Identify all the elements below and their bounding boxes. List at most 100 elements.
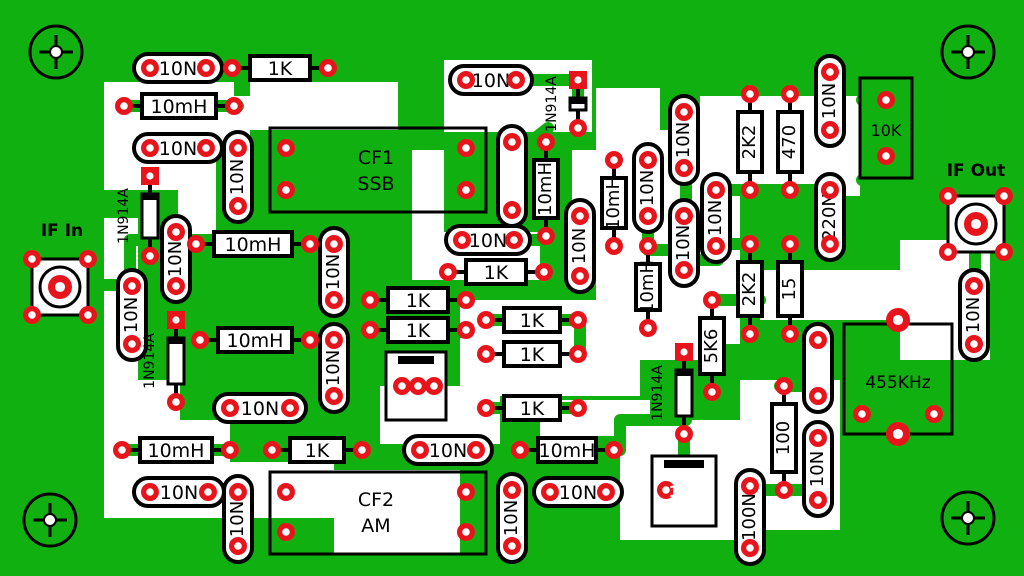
cf2-name: CF2 bbox=[358, 489, 394, 511]
pad-hole bbox=[644, 242, 652, 250]
res-r2-value: 1K bbox=[305, 440, 330, 462]
pad-hole bbox=[306, 336, 314, 344]
cf1-mode: SSB bbox=[357, 173, 394, 195]
pad-hole bbox=[234, 202, 242, 210]
pad-hole bbox=[814, 336, 822, 344]
transistor-notch bbox=[398, 356, 434, 364]
pad-hole bbox=[508, 486, 516, 494]
cap-c1: 10N bbox=[132, 52, 224, 84]
cap-c19: 10N bbox=[668, 94, 700, 186]
ind-l6: 10mH bbox=[520, 436, 614, 464]
pad-hole bbox=[330, 240, 338, 248]
cap-c17-value: 10N bbox=[569, 228, 590, 264]
res-r1: 1K bbox=[232, 54, 328, 82]
res-r11: 470 bbox=[776, 94, 804, 190]
ind-l5-value: 10mH bbox=[535, 162, 556, 216]
pad-hole bbox=[462, 488, 470, 496]
pad-hole bbox=[482, 316, 490, 324]
pad-hole bbox=[644, 156, 652, 164]
if-out-label: IF Out bbox=[947, 161, 1006, 181]
pad-hole bbox=[576, 212, 584, 220]
cap-c5-value: 10N bbox=[323, 254, 344, 290]
pad-hole bbox=[786, 240, 794, 248]
pad-hole bbox=[462, 326, 470, 334]
pad-hole bbox=[610, 446, 618, 454]
pad-hole bbox=[786, 186, 794, 194]
pad-hole bbox=[28, 255, 36, 263]
pad-hole bbox=[146, 488, 154, 496]
diode-d3-value: 1N914A bbox=[544, 76, 560, 132]
pad-hole bbox=[826, 126, 834, 134]
ifcan-label: 455KHz bbox=[865, 373, 930, 393]
cap-c21-value: 10N bbox=[705, 200, 726, 236]
pad-hole bbox=[1000, 192, 1008, 200]
pad-hole bbox=[324, 64, 332, 72]
pad-hole bbox=[680, 164, 688, 172]
cap-c8-value: 10N bbox=[241, 398, 279, 420]
pad-hole bbox=[330, 296, 338, 304]
pad-hole bbox=[746, 186, 754, 194]
pot-body bbox=[858, 76, 914, 180]
diode-d2: 1N914A bbox=[142, 320, 186, 402]
pads-layer bbox=[23, 59, 1013, 557]
cap-c14: 10N bbox=[402, 434, 494, 466]
pad-hole bbox=[644, 324, 652, 332]
pad-hole bbox=[970, 282, 978, 290]
pad-hole bbox=[510, 236, 518, 244]
res-r14-value: 100 bbox=[773, 421, 794, 455]
pad-hole bbox=[282, 488, 290, 496]
ind-l1: 10mH bbox=[124, 92, 234, 120]
cap-c25: 10N bbox=[802, 420, 834, 518]
pad-hole bbox=[882, 96, 890, 104]
pad-hole bbox=[930, 410, 938, 418]
res-r3-value: 1K bbox=[484, 262, 509, 284]
mount-hole-bl bbox=[22, 492, 78, 548]
pad-hole bbox=[574, 350, 582, 358]
pad-hole bbox=[610, 242, 618, 250]
ind-l8-value: 10mH bbox=[637, 260, 658, 314]
pad-hole bbox=[826, 68, 834, 76]
pad-hole bbox=[118, 446, 126, 454]
pad-hole bbox=[512, 76, 520, 84]
pad-hole bbox=[780, 486, 788, 494]
pad-hole bbox=[282, 528, 290, 536]
cap-c20-value: 10N bbox=[673, 225, 694, 261]
pad-hole bbox=[84, 255, 92, 263]
pad-hole bbox=[746, 544, 754, 552]
pad-hole bbox=[462, 76, 470, 84]
cap-c27: 10N bbox=[958, 268, 990, 362]
res-r4: 1K bbox=[370, 286, 466, 314]
cap-c15-value: 10N bbox=[501, 500, 522, 536]
cf1-name: CF1 bbox=[358, 147, 394, 169]
res-r11-value: 470 bbox=[779, 125, 800, 159]
pad-hole bbox=[202, 64, 210, 72]
cap-c6-value: 10N bbox=[121, 297, 142, 333]
pad-hole bbox=[858, 410, 866, 418]
pad-hole bbox=[416, 446, 424, 454]
pad-hole bbox=[662, 486, 670, 494]
cap-c4-value: 10N bbox=[165, 241, 186, 277]
cap-c23-value: 220N bbox=[819, 193, 840, 241]
cap-c21: 10N bbox=[700, 172, 732, 264]
pad-hole bbox=[472, 446, 480, 454]
pad-hole bbox=[146, 252, 154, 260]
pad-hole bbox=[458, 236, 466, 244]
mount-hole-br bbox=[940, 490, 996, 546]
regulator-tab bbox=[664, 460, 704, 468]
cap-c18: 10N bbox=[632, 142, 664, 234]
cap-c24 bbox=[802, 322, 834, 414]
cap-c18-value: 10N bbox=[637, 170, 658, 206]
pad-hole bbox=[746, 482, 754, 490]
pad-hole bbox=[196, 336, 204, 344]
cap-c27-value: 10N bbox=[963, 297, 984, 333]
pad-hole bbox=[430, 382, 438, 390]
res-r4-value: 1K bbox=[406, 290, 431, 312]
pad-hole bbox=[234, 144, 242, 152]
pad-hole bbox=[786, 90, 794, 98]
if-in-label: IF In bbox=[41, 221, 83, 241]
diode-d1: 1N914A bbox=[116, 176, 160, 256]
pad-hole bbox=[546, 488, 554, 496]
pad-hole bbox=[462, 186, 470, 194]
pad-hole bbox=[712, 186, 720, 194]
pad-hole bbox=[508, 138, 516, 146]
